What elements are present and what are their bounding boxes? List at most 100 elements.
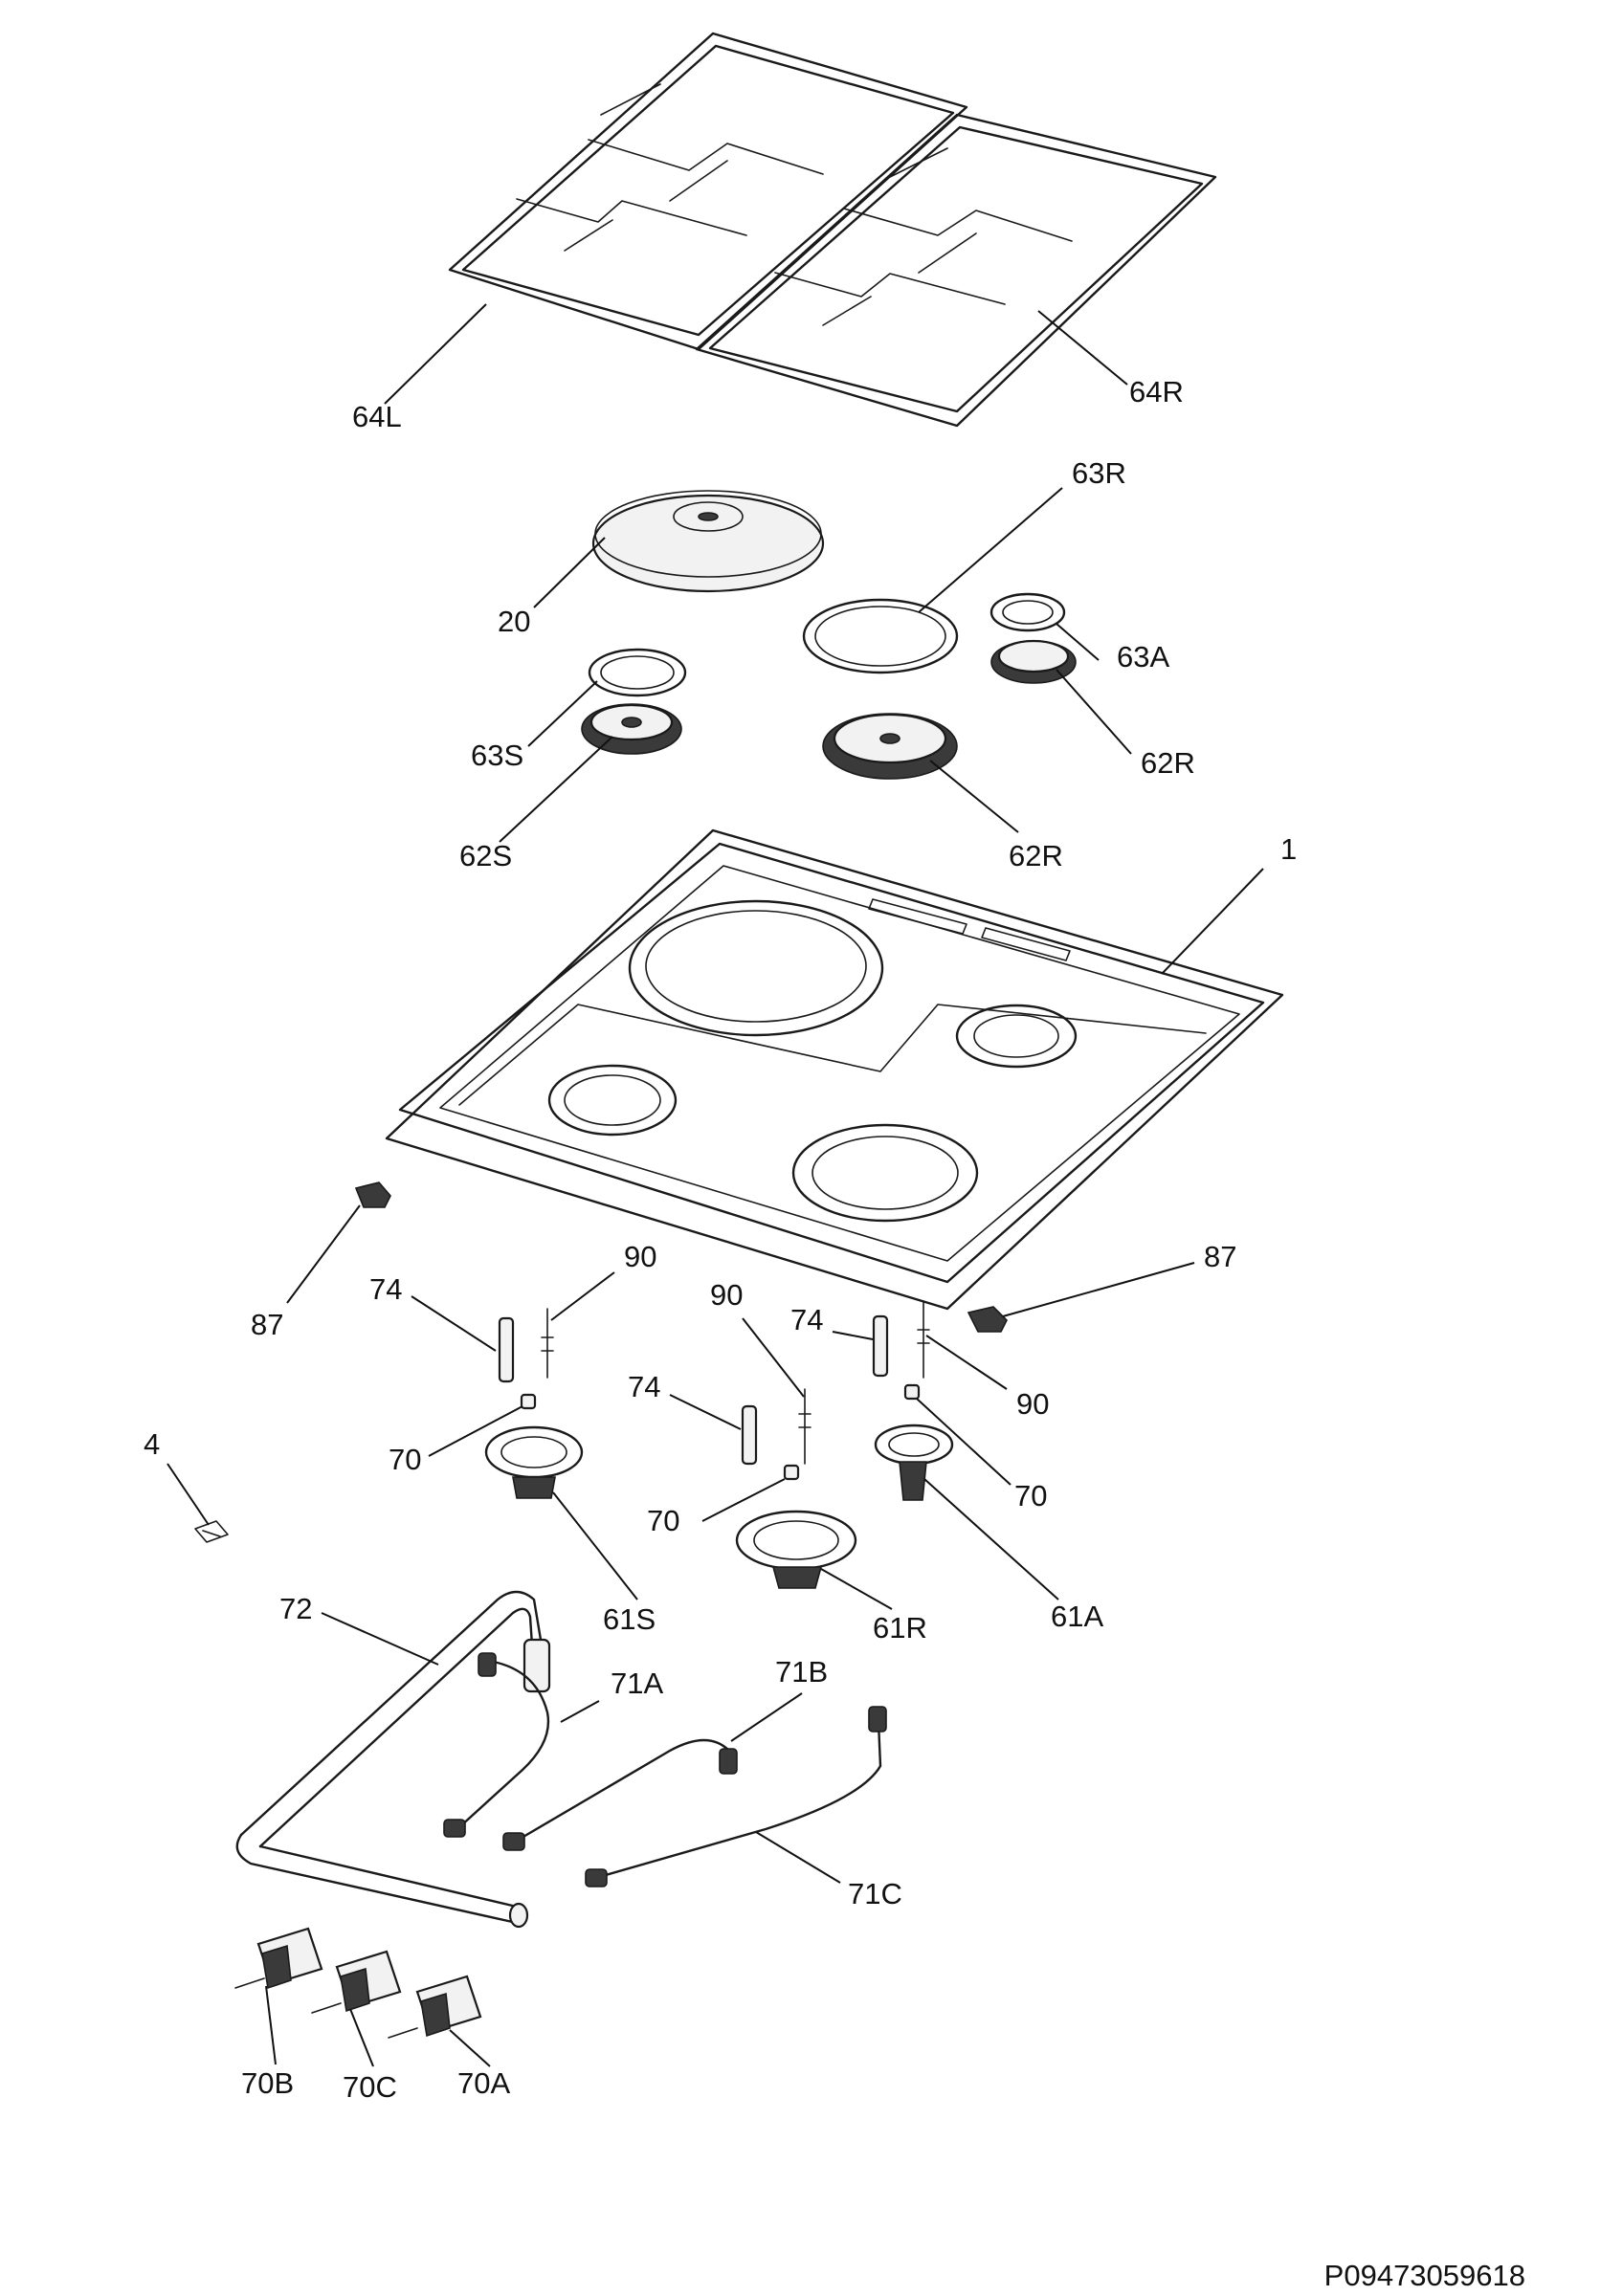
leader-line-72 [321,1612,439,1666]
leader-line-70A [449,2029,491,2067]
callout-90-right: 90 [1016,1387,1049,1421]
leader-line-62S [499,736,613,843]
callout-74-left: 74 [369,1272,402,1306]
leader-line-62R-small [1056,669,1132,755]
screw-4 [194,1520,229,1543]
leader-line-61R [820,1568,893,1610]
clip-87-left [354,1181,391,1208]
callout-62S: 62S [459,839,512,872]
leader-line-63A [1056,623,1100,661]
leader-line-63R [918,487,1063,613]
callout-72: 72 [279,1592,312,1625]
hob-top-panel [385,828,1284,1311]
leader-line-71C [755,1831,841,1884]
callout-1: 1 [1280,832,1297,866]
pan-support-left [448,32,968,351]
callout-20: 20 [498,605,530,638]
callout-74-center: 74 [628,1370,660,1403]
leader-line-87-left [286,1204,361,1304]
injector-70-left [520,1393,537,1410]
leader-line-70C [349,2008,374,2067]
leader-line-1 [1161,868,1264,975]
leader-line-20 [533,537,606,608]
callout-70-left: 70 [389,1443,421,1476]
callout-labels: 64L 64R 63R 20 63A 63S 62R 62S 62R 1 87 74 90 90 74 87 7… [144,375,1297,2104]
callout-61S: 61S [603,1602,656,1636]
callout-70-center: 70 [647,1504,679,1537]
leader-line-87-right [1002,1262,1195,1317]
callout-61R: 61R [873,1611,927,1645]
leader-line-61S [552,1491,638,1601]
callout-63A: 63A [1117,640,1169,673]
burner-crown-62S [581,703,682,755]
leader-line-71A [560,1700,600,1723]
electrode-90-left [541,1308,554,1379]
callout-64L: 64L [352,400,402,433]
callout-61A: 61A [1051,1600,1103,1633]
callout-74-right: 74 [790,1303,823,1336]
pan-support-right [695,113,1217,428]
callout-87-right: 87 [1204,1240,1236,1273]
thermocouple-74-right [872,1314,889,1378]
gas-pipe-71A [443,1652,550,1838]
leader-line-90-left [550,1271,615,1321]
leader-line-71B [730,1692,803,1742]
burner-cup-61A [874,1424,954,1501]
gas-valve-70B [234,1927,323,1990]
leader-line-70-left [428,1405,523,1457]
burner-crown-62R-large [822,713,958,780]
callout-70-right: 70 [1014,1479,1047,1512]
callout-62R-large: 62R [1009,839,1063,872]
clip-87-right [967,1306,1008,1333]
leader-line-70-right [916,1398,1012,1486]
document-number: P09473059618 [1324,2259,1525,2292]
callout-63S: 63S [471,739,523,772]
callout-64R: 64R [1129,375,1184,408]
callout-90-left: 90 [624,1240,656,1273]
electrode-90-center [798,1388,812,1465]
burner-crown-62R-small [990,639,1077,684]
leader-lines [167,303,1264,2067]
leader-line-74-center [669,1394,742,1430]
burner-cap-63R [802,598,959,674]
leader-line-64R [1037,310,1128,386]
injector-70-right [903,1383,921,1401]
callout-70A: 70A [457,2066,510,2100]
leader-line-74-left [411,1295,497,1352]
burner-cup-61S [484,1425,584,1499]
gas-pipe-71B [502,1738,738,1851]
callout-71B: 71B [775,1655,828,1689]
callout-62R-small: 62R [1141,746,1195,780]
burner-cap-63S [588,648,687,697]
gas-valve-70A [388,1975,482,2039]
callout-71A: 71A [611,1667,663,1700]
callout-90-center: 90 [710,1278,743,1312]
leader-line-90-center [742,1317,805,1398]
leader-line-64L [384,303,487,405]
callout-71C: 71C [848,1877,902,1910]
callout-63R: 63R [1072,456,1126,490]
electrode-90-right [917,1300,930,1379]
burner-cap-20 [591,490,825,593]
leader-line-4 [167,1463,210,1526]
gas-pipe-71C [585,1706,887,1888]
thermocouple-74-center [741,1404,758,1466]
leader-line-70B [265,1985,277,2065]
leader-line-90-right [925,1335,1008,1390]
leader-line-74-right [832,1331,874,1340]
leader-line-70-center [701,1478,786,1522]
gas-manifold-72 [235,1590,551,1929]
callout-4: 4 [144,1427,160,1461]
leader-line-63S [527,680,598,747]
callout-70B: 70B [241,2066,294,2100]
gas-valve-70C [311,1950,402,2014]
callout-70C: 70C [343,2070,397,2104]
leader-line-61A [923,1478,1059,1601]
burner-cup-61R [735,1510,857,1589]
burner-cap-63A [989,592,1066,632]
thermocouple-74-left [498,1316,515,1383]
callout-87-left: 87 [251,1308,283,1341]
leader-line-62R-large [929,760,1019,833]
injector-70-center [783,1464,800,1481]
